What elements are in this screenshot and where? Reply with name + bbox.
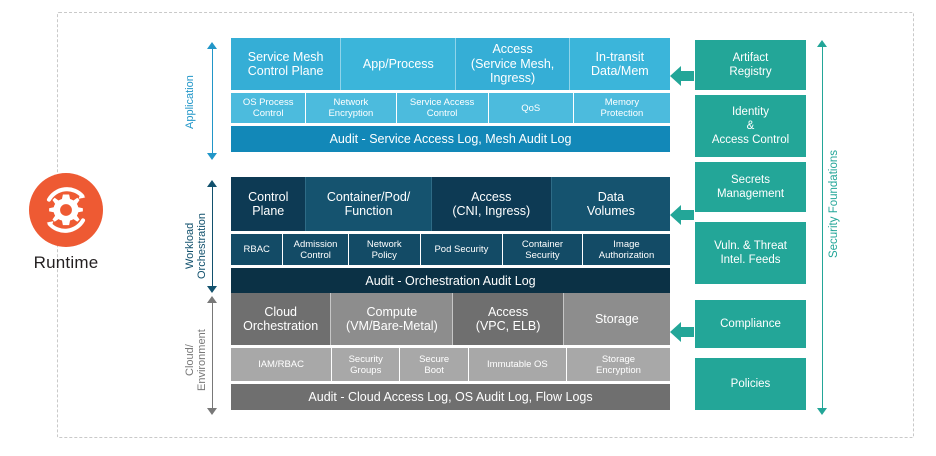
security-foundation-box[interactable]: Artifact Registry — [695, 40, 806, 90]
security-foundation-box[interactable]: Vuln. & Threat Intel. Feeds — [695, 222, 806, 284]
layer-subcell[interactable]: Network Encryption — [305, 93, 396, 123]
layer-audit-bar[interactable]: Audit - Orchestration Audit Log — [231, 268, 670, 293]
layer-audit-bar[interactable]: Audit - Service Access Log, Mesh Audit L… — [231, 126, 670, 152]
security-foundations-span-arrow — [817, 40, 828, 415]
layer-subcell[interactable]: Image Authorization — [582, 234, 671, 265]
layer-audit-bar[interactable]: Audit - Cloud Access Log, OS Audit Log, … — [231, 384, 670, 410]
layer-side-label-cloud-environment: Cloud/ Environment — [184, 329, 208, 391]
layer-span-arrow-workload-orchestration — [207, 180, 218, 293]
arrow-shaft — [822, 45, 824, 410]
layer-span-arrow-application — [207, 42, 218, 160]
layer-cell[interactable]: Storage — [562, 293, 670, 345]
arrow-shaft — [212, 47, 214, 155]
security-foundation-box[interactable]: Policies — [695, 358, 806, 410]
layer-side-label-application: Application — [184, 75, 196, 130]
layer-subcell[interactable]: Admission Control — [282, 234, 348, 265]
layer-subcell[interactable]: Immutable OS — [467, 348, 566, 381]
arrowhead-up — [207, 42, 217, 49]
layer-cell[interactable]: Compute (VM/Bare-Metal) — [330, 293, 453, 345]
layer-subcell[interactable]: Memory Protection — [572, 93, 670, 123]
layer-cell[interactable]: Data Volumes — [550, 177, 670, 231]
runtime-label: Runtime — [33, 253, 99, 272]
layer-span-arrow-cloud-environment — [207, 296, 218, 415]
layer-subcell[interactable]: Security Groups — [331, 348, 400, 381]
layer-cell[interactable]: App/Process — [340, 38, 456, 90]
layer-subcell[interactable]: IAM/RBAC — [231, 348, 332, 381]
layer-subcell[interactable]: RBAC — [231, 234, 283, 265]
arrow-to-application-icon — [670, 66, 694, 86]
layer-cell[interactable]: Control Plane — [231, 177, 306, 231]
arrowhead-down — [207, 153, 217, 160]
layer-subcell[interactable]: Service Access Control — [395, 93, 488, 123]
arrowhead-up — [207, 180, 217, 187]
arrowhead-up — [817, 40, 827, 47]
security-foundation-box[interactable]: Identity & Access Control — [695, 95, 806, 157]
security-foundation-box[interactable]: Compliance — [695, 300, 806, 348]
layer-subcell[interactable]: Network Policy — [347, 234, 420, 265]
arrow-shaft — [212, 185, 214, 288]
layer-subcell[interactable]: Secure Boot — [399, 348, 468, 381]
layer-cell[interactable]: Container/Pod/ Function — [305, 177, 431, 231]
arrowhead-down — [817, 408, 827, 415]
layer-cell[interactable]: Access (Service Mesh, Ingress) — [455, 38, 569, 90]
runtime-badge: Runtime — [14, 173, 118, 273]
runtime-gear-refresh-icon — [29, 173, 103, 247]
layer-cell[interactable]: Cloud Orchestration — [231, 293, 331, 345]
arrowhead-up — [207, 296, 217, 303]
arrow-to-cloud-icon — [670, 322, 694, 342]
layer-cell[interactable]: Access (VPC, ELB) — [452, 293, 563, 345]
arrow-shaft — [212, 301, 214, 410]
arrowhead-down — [207, 408, 217, 415]
layer-subcell[interactable]: Storage Encryption — [565, 348, 670, 381]
layer-subcell[interactable]: OS Process Control — [231, 93, 306, 123]
layer-subcell[interactable]: Container Security — [501, 234, 583, 265]
arrowhead-down — [207, 286, 217, 293]
layer-cell[interactable]: In-transit Data/Mem — [568, 38, 671, 90]
arrow-to-workload-icon — [670, 205, 694, 225]
layer-subcell[interactable]: QoS — [487, 93, 573, 123]
layer-cell[interactable]: Service Mesh Control Plane — [231, 38, 341, 90]
layer-cell[interactable]: Access (CNI, Ingress) — [430, 177, 551, 231]
layer-subcell[interactable]: Pod Security — [419, 234, 502, 265]
security-foundations-axis-label: Security Foundations — [828, 150, 840, 259]
security-foundation-box[interactable]: Secrets Management — [695, 162, 806, 212]
layer-side-label-workload-orchestration: Workload Orchestration — [184, 212, 208, 280]
